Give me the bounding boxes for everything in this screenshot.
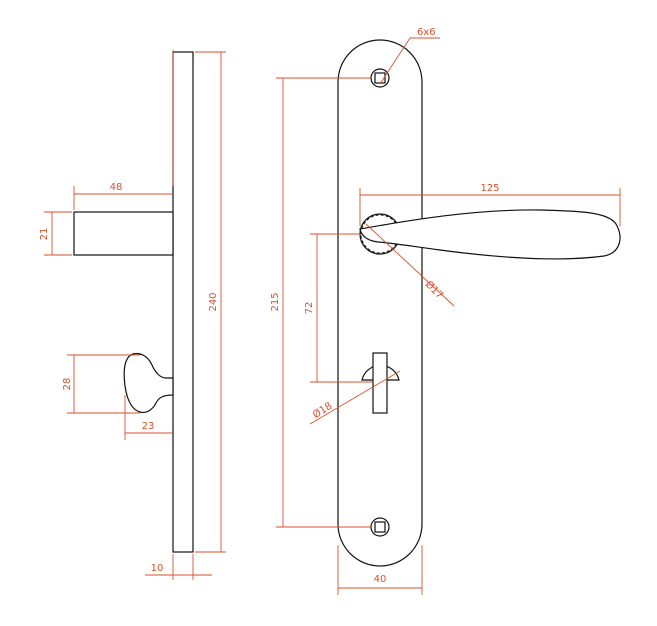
dim-10-label: 10 <box>151 563 164 574</box>
bottom-square-hole <box>374 521 386 533</box>
front-view-dimensions: 215 72 6x6 125 Ø17 Ø18 40 <box>270 27 621 595</box>
front-view <box>337 39 621 567</box>
dim-240-label: 240 <box>208 292 219 311</box>
dim-dia17-label: Ø17 <box>423 278 446 301</box>
dim-48-label: 48 <box>110 182 123 193</box>
dim-line-dia18 <box>309 370 401 425</box>
dim-line-6x6 <box>379 37 411 85</box>
dim-21-label: 21 <box>39 228 50 241</box>
side-view <box>73 51 194 553</box>
dim-23-label: 23 <box>142 421 155 432</box>
dim-dia18-label: Ø18 <box>310 400 334 421</box>
dim-line-dia17 <box>365 223 455 307</box>
side-knob <box>123 352 174 414</box>
front-plate <box>337 39 423 567</box>
dim-40-label: 40 <box>374 574 387 585</box>
dim-6x6-label: 6x6 <box>417 27 436 38</box>
dim-125-label: 125 <box>480 183 499 194</box>
side-view-dimensions: 240 48 21 28 23 10 <box>39 50 226 580</box>
dim-72-label: 72 <box>304 302 315 315</box>
dim-215-label: 215 <box>270 292 281 311</box>
top-square-hole <box>374 72 386 84</box>
side-plate <box>172 51 194 553</box>
front-lever <box>359 209 621 260</box>
dim-28-label: 28 <box>62 378 73 391</box>
side-lever-stem <box>73 211 174 256</box>
